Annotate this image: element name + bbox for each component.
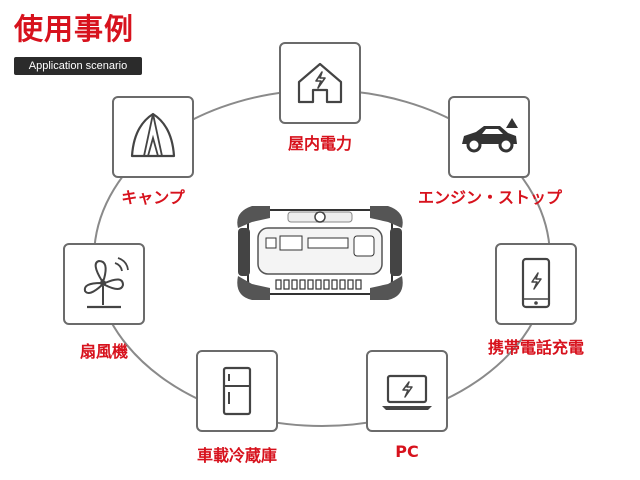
- scenario-home-label: 屋内電力: [287, 134, 352, 153]
- page-subtitle-badge: Application scenario: [14, 57, 142, 75]
- tent-icon: [130, 112, 176, 158]
- laptop-icon: [382, 374, 432, 410]
- smartphone-icon: [521, 257, 551, 309]
- scenario-fridge-card: [196, 350, 278, 432]
- scenario-camp-card: [112, 96, 194, 178]
- scenario-pc-card: [366, 350, 448, 432]
- scenario-camp-label: キャンプ: [121, 188, 185, 207]
- car-icon: [462, 118, 518, 153]
- scenario-car-label: エンジン・ストップ: [417, 188, 562, 207]
- refrigerator-icon: [222, 366, 252, 416]
- fan-icon: [83, 257, 129, 309]
- scenario-pc-label: PC: [395, 442, 419, 461]
- scenario-fan-label: 扇風機: [79, 342, 128, 361]
- scenario-car-card: [448, 96, 530, 178]
- scenario-fan-card: [63, 243, 145, 325]
- page-title: 使用事例: [14, 12, 135, 46]
- scenario-home-card: [279, 42, 361, 124]
- scenario-fridge-label: 車載冷蔵庫: [196, 446, 277, 465]
- house-icon: [297, 62, 343, 104]
- power-station-icon: [237, 206, 403, 300]
- scenario-phone-label: 携帯電話充電: [487, 338, 584, 357]
- scenario-phone-card: [495, 243, 577, 325]
